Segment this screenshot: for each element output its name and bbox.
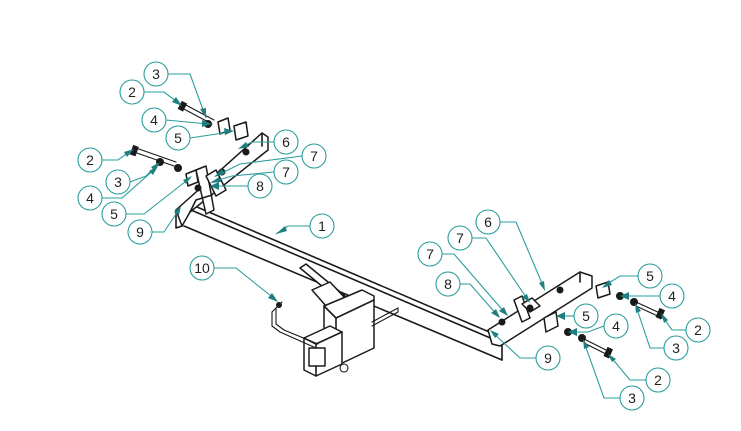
callout-label: 4 — [668, 288, 676, 304]
callout-balloon: 5 — [165, 125, 191, 151]
callout-label: 7 — [310, 148, 318, 164]
callout-label: 3 — [672, 340, 680, 356]
callout-label: 5 — [110, 206, 118, 222]
callout-balloon: 3 — [619, 385, 645, 411]
callout-label: 7 — [456, 230, 464, 246]
callout-balloon: 10 — [189, 255, 215, 281]
callout-balloon: 9 — [535, 345, 561, 371]
callout-balloon: 5 — [101, 201, 127, 227]
crossbar — [183, 203, 509, 361]
callout-balloon: 1 — [309, 213, 335, 239]
callout-label: 5 — [582, 308, 590, 324]
callout-label: 5 — [646, 268, 654, 284]
callout-balloon: 7 — [447, 225, 473, 251]
callout-balloon: 2 — [119, 79, 145, 105]
callout-label: 3 — [628, 390, 636, 406]
callout-balloon: 4 — [141, 107, 167, 133]
callout-label: 3 — [114, 174, 122, 190]
callout-balloon: 4 — [603, 313, 629, 339]
callout-balloon: 4 — [77, 185, 103, 211]
callout-label: 2 — [128, 84, 136, 100]
callout-balloon: 3 — [663, 335, 689, 361]
callout-balloon: 2 — [77, 147, 103, 173]
callout-balloon: 6 — [475, 209, 501, 235]
callout-balloon: 7 — [301, 143, 327, 169]
callout-balloon: 4 — [659, 283, 685, 309]
callout-label: 6 — [282, 134, 290, 150]
callout-label: 2 — [654, 372, 662, 388]
callout-balloon: 2 — [645, 367, 671, 393]
callout-label: 3 — [152, 66, 160, 82]
callout-balloon: 9 — [127, 219, 153, 245]
right-mounting-bracket — [487, 271, 593, 347]
callout-balloon: 5 — [573, 303, 599, 329]
callout-balloon: 7 — [273, 159, 299, 185]
callout-label: 9 — [544, 350, 552, 366]
leader-lines — [102, 73, 686, 399]
callout-label: 5 — [174, 130, 182, 146]
callout-balloon: 6 — [273, 129, 299, 155]
callout-label: 4 — [86, 190, 94, 206]
callout-label: 9 — [136, 224, 144, 240]
callout-balloon: 2 — [685, 317, 711, 343]
callout-balloon: 3 — [105, 169, 131, 195]
callout-label: 10 — [194, 260, 210, 276]
callout-label: 8 — [256, 178, 264, 194]
callout-label: 1 — [318, 218, 326, 234]
callout-label: 7 — [426, 246, 434, 262]
callout-balloon: 5 — [637, 263, 663, 289]
callout-label: 8 — [444, 276, 452, 292]
left-upper-bolt-stack — [177, 100, 249, 141]
callout-label: 2 — [694, 322, 702, 338]
callout-balloon: 3 — [143, 61, 169, 87]
callout-balloons: 1 2 3 4 5 6 7 7 8 2 3 4 5 9 10 6 7 7 8 9… — [77, 61, 711, 411]
callout-label: 4 — [612, 318, 620, 334]
callout-balloon: 8 — [435, 271, 461, 297]
callout-label: 4 — [150, 112, 158, 128]
callout-label: 6 — [484, 214, 492, 230]
callout-balloon: 7 — [417, 241, 443, 267]
hitch-receiver — [299, 263, 399, 377]
callout-label: 2 — [86, 152, 94, 168]
hitch-pin — [271, 301, 319, 349]
callout-balloon: 8 — [247, 173, 273, 199]
callout-label: 7 — [282, 164, 290, 180]
right-lower-bolt-stack — [543, 311, 614, 359]
